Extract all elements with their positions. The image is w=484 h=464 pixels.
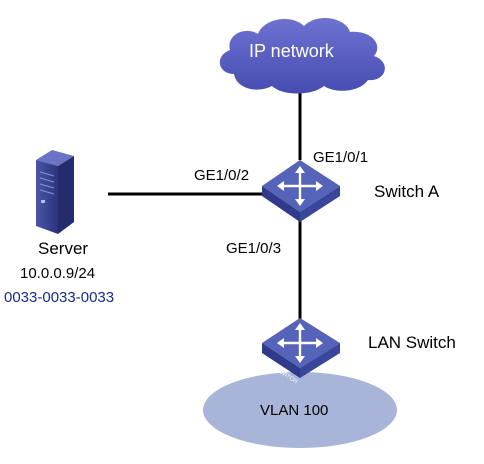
vlan-ellipse xyxy=(203,372,397,448)
switch-a-name: Switch A xyxy=(374,182,440,201)
server-ip: 10.0.0.9/24 xyxy=(20,265,96,282)
lan-switch-name: LAN Switch xyxy=(368,333,456,352)
vlan-label: VLAN 100 xyxy=(260,402,329,419)
port-uplink-label: GE1/0/1 xyxy=(313,149,369,166)
port-server-label: GE1/0/2 xyxy=(194,167,250,184)
server-mac: 0033-0033-0033 xyxy=(4,289,115,306)
server-icon xyxy=(36,150,74,234)
server-name: Server xyxy=(38,239,89,258)
lan-switch-icon: SWITCH xyxy=(262,318,340,385)
cloud-label: IP network xyxy=(249,41,334,61)
ip-network-cloud xyxy=(219,18,385,94)
port-lan-label: GE1/0/3 xyxy=(226,240,282,257)
switch-a-icon: SWITCH xyxy=(262,160,340,228)
